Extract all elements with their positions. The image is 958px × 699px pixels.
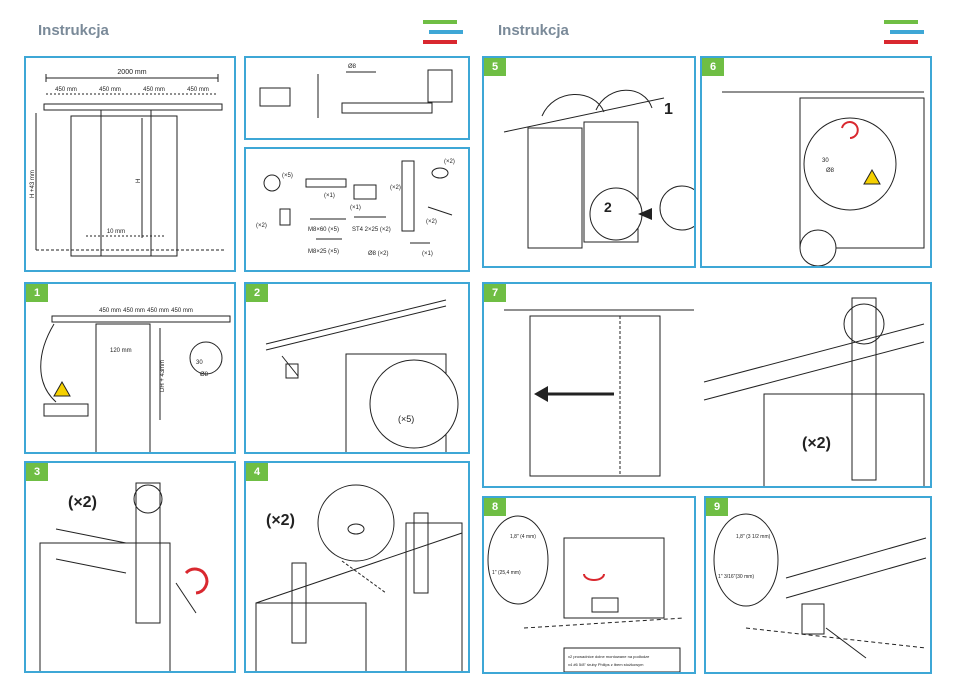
part-label-4: (×2) xyxy=(390,185,401,191)
step-6-bit: Ø8 xyxy=(826,168,835,174)
parts-panel: (×5) (×1) (×1) (×2) (×2) (×2) (×2) M8×60… xyxy=(244,147,470,272)
step-7-qty: (×2) xyxy=(802,435,831,452)
step-9-badge: 9 xyxy=(706,498,728,516)
step-5-number-2: 2 xyxy=(604,199,612,215)
part-label-6: (×2) xyxy=(256,223,267,229)
step-1-panel: 1 450 mm 450 mm 450 mm 450 mm DH + 43mm … xyxy=(24,282,236,454)
part-label-9: ST4 2×25 (×2) xyxy=(352,227,391,233)
step-1-height: DH + 43mm xyxy=(160,360,166,392)
step-2-badge: 2 xyxy=(246,284,268,302)
step-1-dim-4: 450 mm xyxy=(171,308,193,314)
part-label-10: M8×25 (×5) xyxy=(308,249,339,255)
step-8-drill-2: 1" (25,4 mm) xyxy=(492,570,521,576)
step-5-panel: 5 1 2 xyxy=(482,56,696,268)
part-label-7: (×2) xyxy=(426,219,437,225)
step-5-badge: 5 xyxy=(484,58,506,76)
step-4-qty: (×2) xyxy=(266,512,295,529)
tools-diagram: Ø8 xyxy=(259,64,453,118)
step-1-bit: Ø8 xyxy=(200,372,209,378)
part-label-5: (×2) xyxy=(444,159,455,165)
step-9-drill-2: 1" 3/16"(30 mm) xyxy=(718,574,754,580)
step-3-diagram: (×2) xyxy=(39,482,209,671)
part-label-8: M8×60 (×5) xyxy=(308,227,339,233)
parts-diagram: (×5) (×1) (×1) (×2) (×2) (×2) (×2) M8×60… xyxy=(256,159,455,257)
step-1-depth: 30 xyxy=(196,360,203,366)
dim-seg-2: 450 mm xyxy=(99,87,121,93)
dim-gap: 10 mm xyxy=(107,229,125,235)
overview-diagram: 2000 mm 450 mm 450 mm 450 mm 450 mm H +4… xyxy=(30,69,226,257)
step-5-diagram: 1 2 xyxy=(503,89,694,249)
step-8-note-2: x4 #6 5/8" śruby Philips z łbem stożkowy… xyxy=(568,662,644,667)
step-7-diagram: (×2) xyxy=(504,297,925,486)
step-4-panel: 4 (×2) xyxy=(244,461,470,673)
part-label-1: (×5) xyxy=(282,173,293,179)
page-title-left: Instrukcja xyxy=(38,22,109,39)
step-8-note-1: x2 prowadnice dolne montowane na podłodz… xyxy=(568,654,650,659)
dim-seg-3: 450 mm xyxy=(143,87,165,93)
step-7-panel: 7 (×2) xyxy=(482,282,932,488)
dim-height-left: H +43 mm xyxy=(30,170,36,198)
step-4-badge: 4 xyxy=(246,463,268,481)
step-9-drill-1: 1,8" (3 1/2 mm) xyxy=(736,534,771,540)
dim-seg-4: 450 mm xyxy=(187,87,209,93)
step-8-panel: 8 1,8" (4 mm) 1" (25,4 mm) x2 prowadnice… xyxy=(482,496,696,674)
drill-bit-label: Ø8 xyxy=(348,64,357,70)
dim-total: 2000 mm xyxy=(117,69,146,76)
step-1-width: 120 mm xyxy=(110,348,132,354)
step-6-panel: 6 30 Ø8 xyxy=(700,56,932,268)
step-6-badge: 6 xyxy=(702,58,724,76)
step-9-diagram: 1,8" (3 1/2 mm) 1" 3/16"(30 mm) xyxy=(713,513,927,659)
step-8-badge: 8 xyxy=(484,498,506,516)
step-2-qty: (×5) xyxy=(398,414,414,424)
step-1-diagram: 450 mm 450 mm 450 mm 450 mm DH + 43mm 12… xyxy=(40,308,231,452)
step-3-badge: 3 xyxy=(26,463,48,481)
part-label-3: (×1) xyxy=(350,205,361,211)
part-label-11: Ø8 (×2) xyxy=(368,251,389,257)
step-7-badge: 7 xyxy=(484,284,506,302)
step-3-qty: (×2) xyxy=(68,494,97,511)
step-8-diagram: 1,8" (4 mm) 1" (25,4 mm) x2 prowadnice d… xyxy=(487,515,685,672)
step-5-number-1: 1 xyxy=(664,101,673,118)
step-2-diagram: (×5) xyxy=(265,299,459,452)
tools-panel: Ø8 xyxy=(244,56,470,140)
dim-height-door: H xyxy=(136,179,142,183)
part-label-12: (×1) xyxy=(422,251,433,257)
dim-seg-1: 450 mm xyxy=(55,87,77,93)
step-6-depth: 30 xyxy=(822,158,829,164)
step-6-diagram: 30 Ø8 xyxy=(722,91,925,266)
step-9-panel: 9 1,8" (3 1/2 mm) 1" 3/16"(30 mm) xyxy=(704,496,932,674)
step-1-badge: 1 xyxy=(26,284,48,302)
step-2-panel: 2 (×5) xyxy=(244,282,470,454)
step-1-dim-1: 450 mm xyxy=(99,308,121,314)
overview-panel: 2000 mm 450 mm 450 mm 450 mm 450 mm H +4… xyxy=(24,56,236,272)
brand-logo-left xyxy=(423,20,463,46)
step-1-dim-2: 450 mm xyxy=(123,308,145,314)
step-4-diagram: (×2) xyxy=(255,484,463,671)
step-3-panel: 3 (×2) xyxy=(24,461,236,673)
page-title-right: Instrukcja xyxy=(498,22,569,39)
step-1-dim-3: 450 mm xyxy=(147,308,169,314)
step-8-drill-1: 1,8" (4 mm) xyxy=(510,534,536,540)
brand-logo-right xyxy=(884,20,924,46)
part-label-2: (×1) xyxy=(324,193,335,199)
